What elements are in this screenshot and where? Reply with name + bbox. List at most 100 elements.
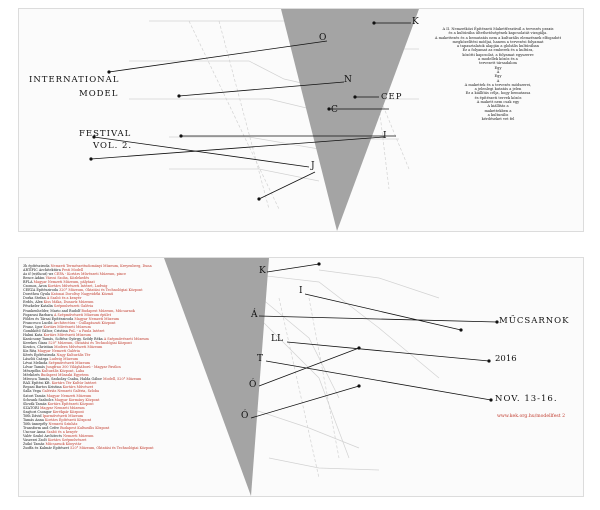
participant-affiliation: PnL - a Paula Intézet xyxy=(68,328,105,333)
credit-row: Salla Vega Galériás Nemzeti Galéria, Szl… xyxy=(23,389,263,393)
credit-row: Tóth ünnepély Nemzeti Színház xyxy=(23,422,263,426)
participant-affiliation: Architectúra - Csillagászati Központ xyxy=(53,320,116,325)
scattered-letter: Ó xyxy=(241,411,249,421)
participant-list: 3h építésziroda Nemzeti Természettudomán… xyxy=(23,264,263,450)
credit-row: RAX Építési Kft. Kortárs Tér Kultúr Inté… xyxy=(23,381,263,385)
description-line: megközelítési módjai, hanem a tervezési … xyxy=(452,39,544,44)
credit-row: Satori Tamás Magyar Nemzeti Múzeum xyxy=(23,394,263,398)
credit-row: Frankenhelder, Mario and Rudolf Budapest… xyxy=(23,309,263,313)
participant-affiliation: Nemzeti Színház xyxy=(48,421,78,426)
credit-row: Schrank Szabolcs Magyar Kormány Központ xyxy=(23,398,263,402)
website-url: www.kek.org.hu/modellfest 2 xyxy=(497,414,566,419)
participant-name: Mészpőlin xyxy=(23,369,41,374)
description-line: A makettek és a tervezés módszerei, xyxy=(464,82,532,87)
participant-affiliation: Magyar Nemzeti Galéria xyxy=(37,348,80,353)
credit-row: Tóth Dávid Iparművészeti Múzeum xyxy=(23,414,263,418)
participant-affiliation: A Szépművészeti Múzeum épület xyxy=(54,312,111,317)
participant-name: BFLA xyxy=(23,280,33,285)
participant-name: Tamás Anna xyxy=(23,417,44,422)
participant-name: Csomos, Aron xyxy=(23,284,47,289)
credit-row: Kerekes Gizas 520° Múzeum, Oktatási és T… xyxy=(23,341,263,345)
participant-name: Karácsony Tamás, Soltész György, Sződy R… xyxy=(23,336,103,341)
participant-name: CEEZA Építésziroda xyxy=(23,288,58,293)
scattered-letter: LL xyxy=(271,334,283,344)
participant-affiliation: Kortárs Művészeti Múzeum xyxy=(43,332,91,337)
participant-name: Kerekes Gizas xyxy=(23,340,48,345)
participant-affiliation: Magyar Nemzeti Múzeum, pályázat xyxy=(33,280,95,285)
credit-row: Tamás Anna Kortárs Építészeti Központ xyxy=(23,418,263,422)
description-line: a tapasztalatok alapján a globális kultú… xyxy=(457,44,539,49)
participant-name: Vaszerzi Zsolt xyxy=(23,438,47,443)
participant-affiliation: Nemzeti Múzeum xyxy=(63,433,94,438)
credit-row: Uncsur Anna Szabó és a kenyér xyxy=(23,430,263,434)
description-line: Ez a folyamat az emberek és a kultúra, xyxy=(462,48,534,53)
credit-row: Repasi Bartos Kristina Kortárs Művészet xyxy=(23,385,263,389)
participant-affiliation: Kiss Máka, Dunavíz Múzeum xyxy=(43,300,94,305)
grey-triangle xyxy=(281,9,419,231)
credit-row: Franz, Igor Kortárs Művészeti Múzeum xyxy=(23,325,263,329)
title-word-model: MODEL xyxy=(79,89,119,99)
credit-row: Mérkőzés Budapest Műszaki Egyetem xyxy=(23,373,263,377)
title-word-festival: FESTIVAL xyxy=(79,129,132,139)
participant-affiliation: Galériás Nemzeti Galéria, Szloba xyxy=(42,389,100,394)
participant-affiliation: A Szépművészeti Múzeum xyxy=(103,336,149,341)
credit-row: Zsoffa és Kalmár Építészet 520° Múzeum, … xyxy=(23,446,263,450)
description-line: A II. Nemzetközi Építészeti Makettfeszti… xyxy=(442,27,554,31)
title-volume: VOL. 2. xyxy=(93,141,133,151)
description-line: a jelenlegi kutatás a jelen xyxy=(474,87,522,92)
participant-affiliation: Katonai Doroltsy Nagyvidéki Közmű xyxy=(51,292,114,297)
participant-affiliation: Kortárs Tér Kultúr Intézet xyxy=(51,381,97,386)
credit-row: Szajtori Csongor Kerékpár Központ xyxy=(23,410,263,414)
participant-affiliation: Magyar Nemzeti Múzeum xyxy=(74,316,119,321)
participant-name: Schrank Szabolcs xyxy=(23,397,54,402)
participant-affiliation: 520° Múzeum, Oktatási és Technológiai Kö… xyxy=(48,340,132,345)
credit-row: As if (without) wz CEPA - Kortárs Művész… xyxy=(23,272,263,276)
participant-name: Franz, Igor xyxy=(23,324,43,329)
participant-affiliation: Budapest Műszaki Egyetem xyxy=(40,373,89,378)
title-word-international: INTERNATIONAL xyxy=(29,75,120,85)
festival-description: A II. Nemzetközi Építészeti Makettfeszti… xyxy=(423,27,573,122)
credit-row: 3h építésziroda Nemzeti Természettudomán… xyxy=(23,264,263,268)
description-line: A xyxy=(496,69,500,74)
description-line: és a kultúrába ültethetőségének kapcsola… xyxy=(448,31,548,36)
fragment-text: CEP xyxy=(381,92,403,102)
participant-name: Bence Ádám xyxy=(23,276,45,281)
participant-name: Kérés Építésziroda xyxy=(23,353,56,358)
participant-affiliation: Kortárs Művészeti Intézet, Ludwig xyxy=(47,284,108,289)
credit-row: ARTIFIC Architektúra Pesti Modell xyxy=(23,268,263,272)
participant-name: Fogarasi Barbara xyxy=(23,312,53,317)
credit-row: Lévai Melinda Szépművészeti Múzeum xyxy=(23,361,263,365)
participant-name: Mérkőzés xyxy=(23,373,40,378)
participant-name: Zsikó Tamás xyxy=(23,442,45,447)
participant-name: 3h építésziroda xyxy=(23,264,50,268)
credit-row: Francesco Lucibi Architectúra - Csillagá… xyxy=(23,321,263,325)
scattered-letter: I xyxy=(299,286,303,296)
description-line: közötti kapcsolat, a folyamat egyszerre xyxy=(462,52,534,57)
participant-name: SZATORI xyxy=(23,405,39,410)
participant-name: Dorka Stefan xyxy=(23,296,46,301)
participant-name: Frankenhelder, Mario and Rudolf xyxy=(23,308,81,313)
participant-affiliation: Magyar Nemzeti Múzeum xyxy=(46,393,92,398)
description-line: Egy xyxy=(494,74,502,79)
participant-affiliation: Szabó és a kenyér xyxy=(46,429,78,434)
credit-row: Fészkeler Katalin Szépművészeti Galéria xyxy=(23,304,263,308)
participant-name: Zsoffa és Kalmár Építészet xyxy=(23,446,70,451)
participant-name: Szajtori Csongor xyxy=(23,409,52,414)
participant-name: Földes és Társai Építésziroda xyxy=(23,316,74,321)
participant-name: Mírosca Tamás, Szokolay Csaba, Halda Gáb… xyxy=(23,377,103,382)
credit-row: Halmi Kata Kortárs Művészeti Múzeum xyxy=(23,333,263,337)
participant-name: Halmi Kata xyxy=(23,332,43,337)
credit-row: BFLA Magyar Nemzeti Múzeum, pályázat xyxy=(23,280,263,284)
scattered-letter: J xyxy=(311,161,315,171)
scattered-letter: C xyxy=(331,105,338,115)
credit-row: Erdős, Alex Kiss Máka, Dunavíz Múzeum xyxy=(23,300,263,304)
participant-affiliation: Kortárs Építészeti Központ xyxy=(45,417,92,422)
description-line: A makett nem csak egy xyxy=(476,100,520,105)
credit-row: Transform and Cefre Budapest Kulturális … xyxy=(23,426,263,430)
description-line: a modellek közös és a xyxy=(478,57,518,62)
participant-name: Valér Szabó Architects xyxy=(23,433,62,438)
participant-name: Lévai Melinda xyxy=(23,361,48,366)
credit-row: Gombkötő Gábor, Cristina PnL - a Paula I… xyxy=(23,329,263,333)
participant-affiliation: Magyar Nemzeti Múzeum xyxy=(39,405,85,410)
credit-row: Zsikó Tamás Műcsarnok Könyvtár xyxy=(23,442,263,446)
